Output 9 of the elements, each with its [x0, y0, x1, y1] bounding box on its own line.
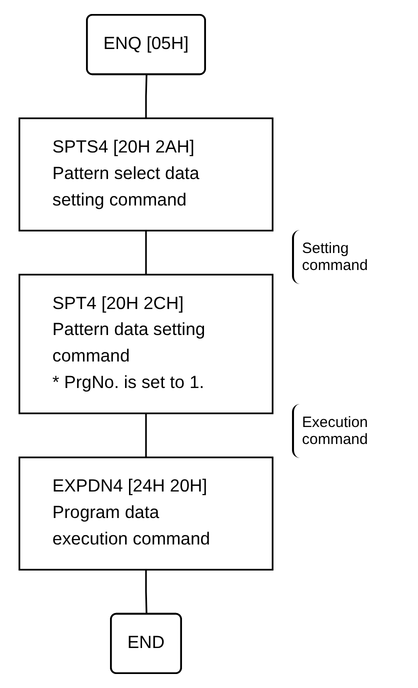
node-box: SPT4 [20H 2CH] Pattern data setting command * PrgNo. is set to 1.: [18, 274, 274, 414]
bracket-label: Setting command: [292, 230, 412, 284]
bracket-label: Execution command: [292, 404, 412, 458]
node-box: SPTS4 [20H 2AH] Pattern select data setting command: [18, 117, 274, 232]
connector: [145, 230, 147, 275]
connector: [145, 570, 148, 614]
node-box: EXPDN4 [24H 20H] Program data execution command: [18, 456, 274, 571]
connector: [145, 74, 148, 118]
connector: [145, 413, 147, 458]
